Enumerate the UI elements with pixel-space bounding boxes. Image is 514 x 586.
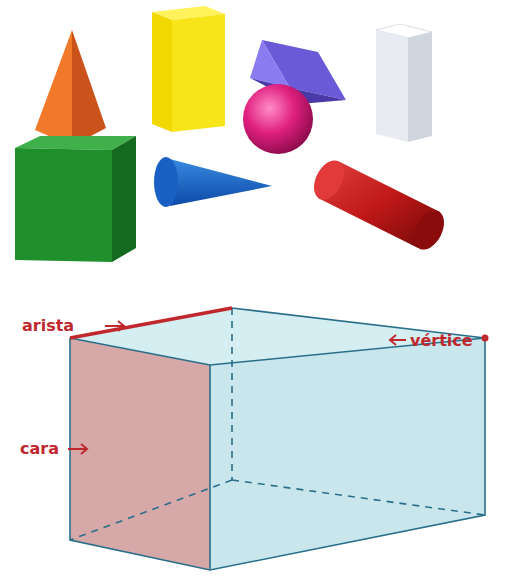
white-prism-side xyxy=(408,32,432,142)
label-arrows xyxy=(68,321,406,454)
pyramid-face xyxy=(35,30,72,146)
part-label: vértice xyxy=(410,332,473,350)
part-label: cara xyxy=(20,440,59,458)
cube-side xyxy=(112,136,136,262)
part-label: arista xyxy=(22,317,74,335)
highlighted-edge xyxy=(70,308,232,338)
cone-base xyxy=(154,157,178,207)
cylinder-end xyxy=(408,205,450,254)
vertex-dot xyxy=(482,335,489,342)
prism-side xyxy=(152,12,172,132)
pyramid-face xyxy=(72,30,106,146)
prism-front xyxy=(172,14,225,132)
cone xyxy=(166,158,272,206)
box-right-face xyxy=(210,338,485,570)
box-front-face xyxy=(70,338,210,570)
sphere xyxy=(243,84,313,154)
cylinder-end xyxy=(308,155,350,204)
white-prism-side xyxy=(376,30,408,142)
cube-front xyxy=(15,148,112,262)
box-edges xyxy=(70,308,485,570)
